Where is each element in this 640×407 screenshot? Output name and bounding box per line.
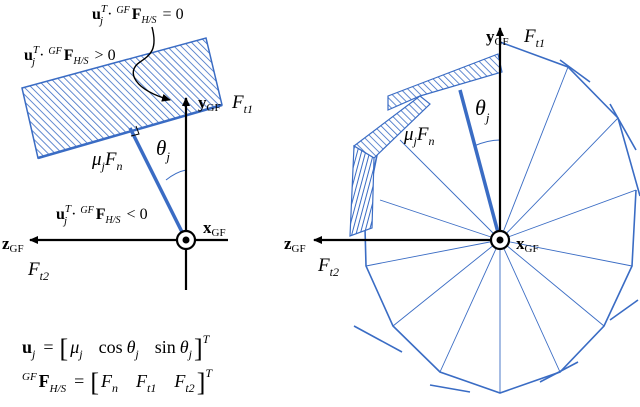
left-y-label: yGF <box>198 93 221 114</box>
right-angle-mark <box>130 125 140 137</box>
right-contact-top <box>387 53 503 111</box>
left-theta: θj <box>156 136 170 164</box>
right-y-label: yGF <box>486 27 509 48</box>
x-axis-dot <box>182 236 190 244</box>
right-z-label: zGF <box>284 234 306 255</box>
left-ft2-label: Ft2 <box>27 259 49 283</box>
pointer-curve <box>132 26 171 102</box>
theta-arc <box>165 169 187 181</box>
left-z-label: zGF <box>2 234 24 255</box>
right-contact-left <box>349 144 375 237</box>
right-ft1-label: Ft1 <box>523 26 545 50</box>
friction-force-line <box>128 127 188 241</box>
right-x-axis-dot <box>496 236 504 244</box>
right-theta: θj <box>475 95 490 125</box>
right-theta-arc <box>473 139 501 147</box>
cone-spokes <box>365 66 637 393</box>
right-x-label: xGF <box>516 234 539 255</box>
left-mu-fn: μjFn <box>91 149 123 173</box>
left-ft1-label: Ft1 <box>231 92 253 116</box>
right-friction-line <box>458 89 502 241</box>
right-ft2-label: Ft2 <box>317 255 339 279</box>
right-panel: yGF Ft1 xGF zGF Ft2 μjFn θj <box>284 26 640 394</box>
left-x-label: xGF <box>203 218 226 239</box>
right-mu-fn: μjFn <box>403 124 435 148</box>
